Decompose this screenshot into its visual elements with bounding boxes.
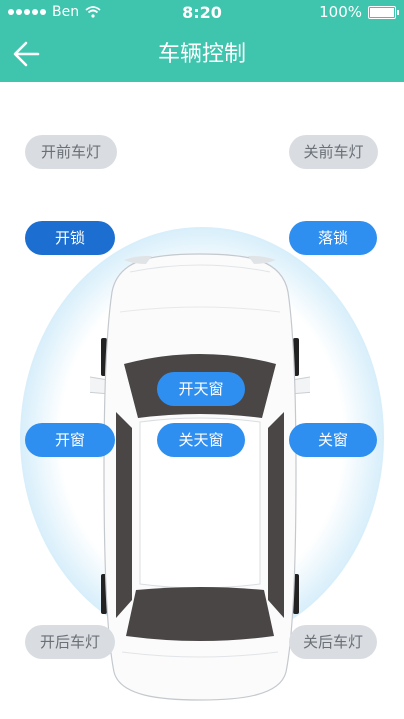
window-close-button[interactable]: 关窗 xyxy=(289,423,377,457)
battery-percent: 100% xyxy=(319,3,362,21)
unlock-button[interactable]: 开锁 xyxy=(25,221,115,255)
front-lights-off-button[interactable]: 关前车灯 xyxy=(289,135,378,169)
rear-lights-on-button[interactable]: 开后车灯 xyxy=(25,625,115,659)
header-bar: Ben 8:20 100% 车辆控制 xyxy=(0,0,404,82)
back-arrow-icon xyxy=(13,41,40,67)
lock-button[interactable]: 落锁 xyxy=(289,221,377,255)
car-top-view-image xyxy=(90,253,310,701)
window-open-button[interactable]: 开窗 xyxy=(25,423,115,457)
status-right: 100% xyxy=(319,3,399,21)
status-left: Ben xyxy=(8,4,101,20)
front-lights-on-button[interactable]: 开前车灯 xyxy=(25,135,117,169)
nav-bar: 车辆控制 xyxy=(0,26,404,80)
wifi-icon xyxy=(85,6,101,18)
status-bar: Ben 8:20 100% xyxy=(0,0,404,24)
signal-strength-icon xyxy=(8,9,46,15)
rear-lights-off-button[interactable]: 关后车灯 xyxy=(289,625,377,659)
vehicle-control-panel: 开前车灯 关前车灯 开锁 落锁 开天窗 关天窗 开窗 关窗 开后车灯 关后车灯 xyxy=(0,82,404,719)
back-button[interactable] xyxy=(8,34,48,74)
status-time: 8:20 xyxy=(182,3,222,22)
sunroof-close-button[interactable]: 关天窗 xyxy=(157,423,245,457)
sunroof-open-button[interactable]: 开天窗 xyxy=(157,372,245,406)
carrier-name: Ben xyxy=(52,4,80,20)
page-title: 车辆控制 xyxy=(157,42,246,67)
battery-icon xyxy=(368,5,399,19)
